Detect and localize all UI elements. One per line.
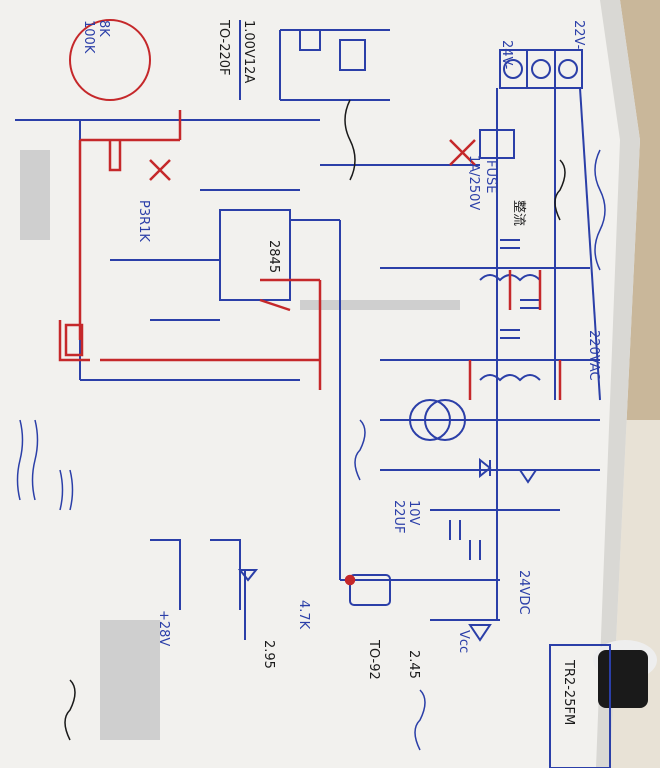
label-regulator: 1.00V12A [241,20,256,83]
label-package: TO-220F [216,19,231,76]
label-ref-3: TO-92 [366,639,381,680]
label-dc: 24VDC [516,570,531,615]
label-ac: 220VAC [586,330,601,381]
black-scribbles [64,99,566,741]
label-fuse: FUSE [483,160,498,193]
label-note-1: 10V [406,500,421,526]
cylinder-body [598,650,648,708]
label-bottom-part: TR2-25FM [561,659,576,725]
label-part-2: 8K [96,20,111,37]
red-wiring [58,19,562,586]
printed-background [20,150,460,740]
handwritten-text: 24V- 22V- FUSE 1A/250V 220VAC 整流 2845 1.… [81,19,601,725]
label-vcc: Vcc [456,630,471,653]
label-ref-1: 2.45 [406,650,421,679]
label-terminal-1: 24V- [499,40,514,70]
label-ref-2: 2.95 [261,640,276,669]
label-part-1: P3R1K [136,200,151,242]
label-note-3: 4.7K [296,600,311,630]
label-rect: 整流 [511,200,526,226]
label-part-3: 100K [81,20,96,54]
blue-wiring [15,20,611,768]
label-out: +28V [156,610,171,646]
paper-edge-shadow [596,0,640,768]
label-note-2: 22UF [391,500,406,534]
label-chip: 2845 [266,240,281,273]
label-fuse-rating: 1A/250V [466,155,481,210]
label-terminal-3: 22V- [571,20,586,50]
handwriting-scribbles [16,149,606,751]
